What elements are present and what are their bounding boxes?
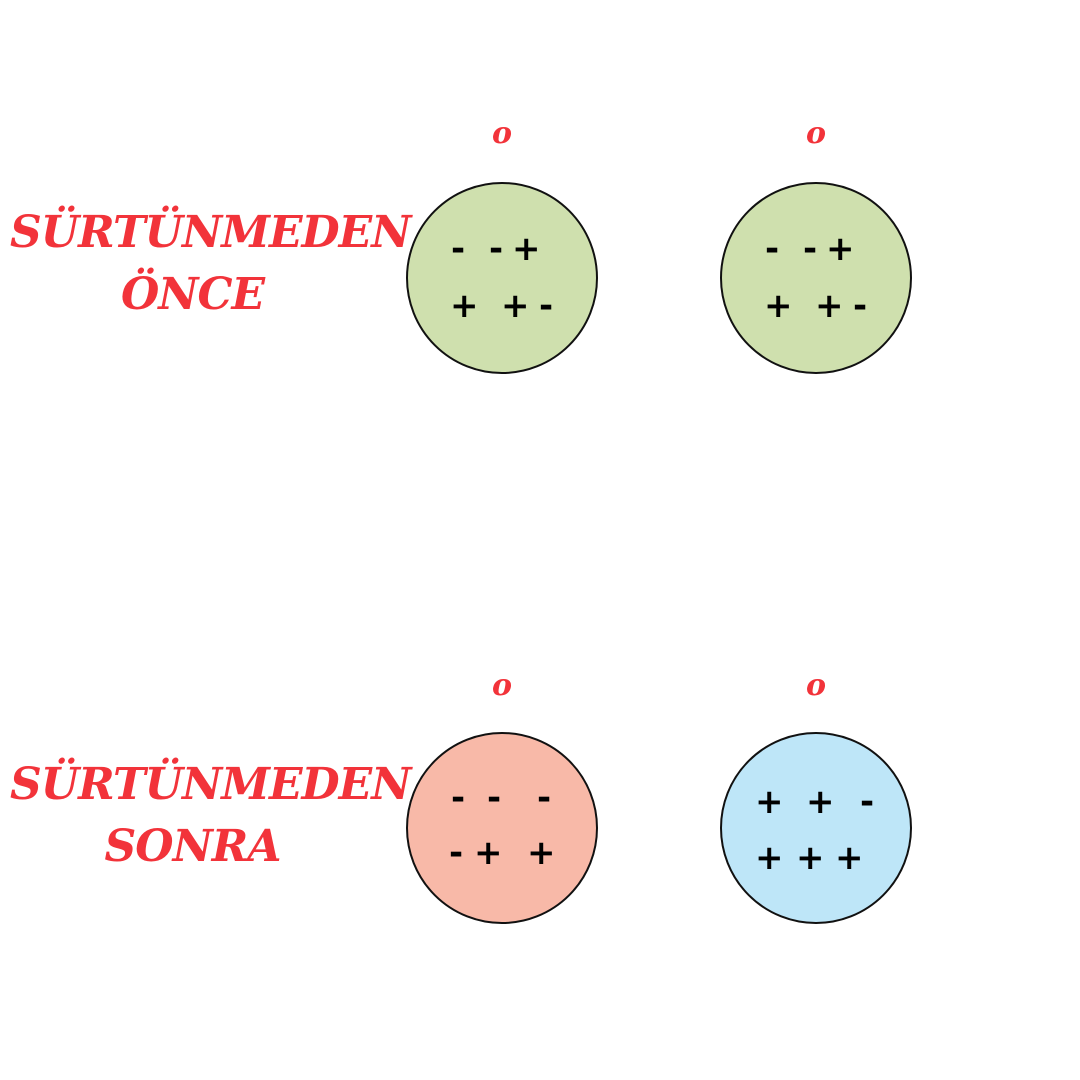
ball-before-right: - - + + + - [720, 182, 912, 374]
label-after-line1: SÜRTÜNMEDEN [10, 759, 411, 810]
label-before-line1: SÜRTÜNMEDEN [10, 207, 411, 258]
charge: + [826, 229, 855, 269]
label-before: SÜRTÜNMEDEN ÖNCE [10, 202, 411, 326]
ball-before-left: - - + + + - [406, 182, 598, 374]
ball-tag-before-right: o [805, 116, 826, 151]
charge: - [488, 229, 504, 269]
charge: + [806, 782, 835, 822]
ball-after-right: + + - + + + [720, 732, 912, 924]
label-after-line2: SONRA [104, 821, 281, 872]
charge: + [796, 838, 825, 878]
charge: + [474, 833, 503, 873]
charge: - [859, 782, 875, 822]
ball-after-left: - - - - + + [406, 732, 598, 924]
charge: + [450, 286, 479, 326]
label-after: SÜRTÜNMEDEN SONRA [10, 754, 411, 878]
charge: - [764, 229, 780, 269]
charge: + [764, 286, 793, 326]
ball-tag-after-right: o [805, 668, 826, 703]
charge: - [450, 778, 466, 818]
charge: - [450, 229, 466, 269]
ball-tag-after-left: o [491, 668, 512, 703]
charge: - [802, 229, 818, 269]
charge: + [501, 286, 530, 326]
charge: + [835, 838, 864, 878]
charge: + [755, 782, 784, 822]
charge: - [486, 778, 502, 818]
charge: - [536, 778, 552, 818]
charge: + [527, 833, 556, 873]
label-before-line2: ÖNCE [120, 269, 265, 320]
charge: - [538, 286, 554, 326]
charge: + [755, 838, 784, 878]
ball-tag-before-left: o [491, 116, 512, 151]
charge: - [852, 286, 868, 326]
charge: - [448, 833, 464, 873]
charge: + [512, 229, 541, 269]
charge: + [815, 286, 844, 326]
